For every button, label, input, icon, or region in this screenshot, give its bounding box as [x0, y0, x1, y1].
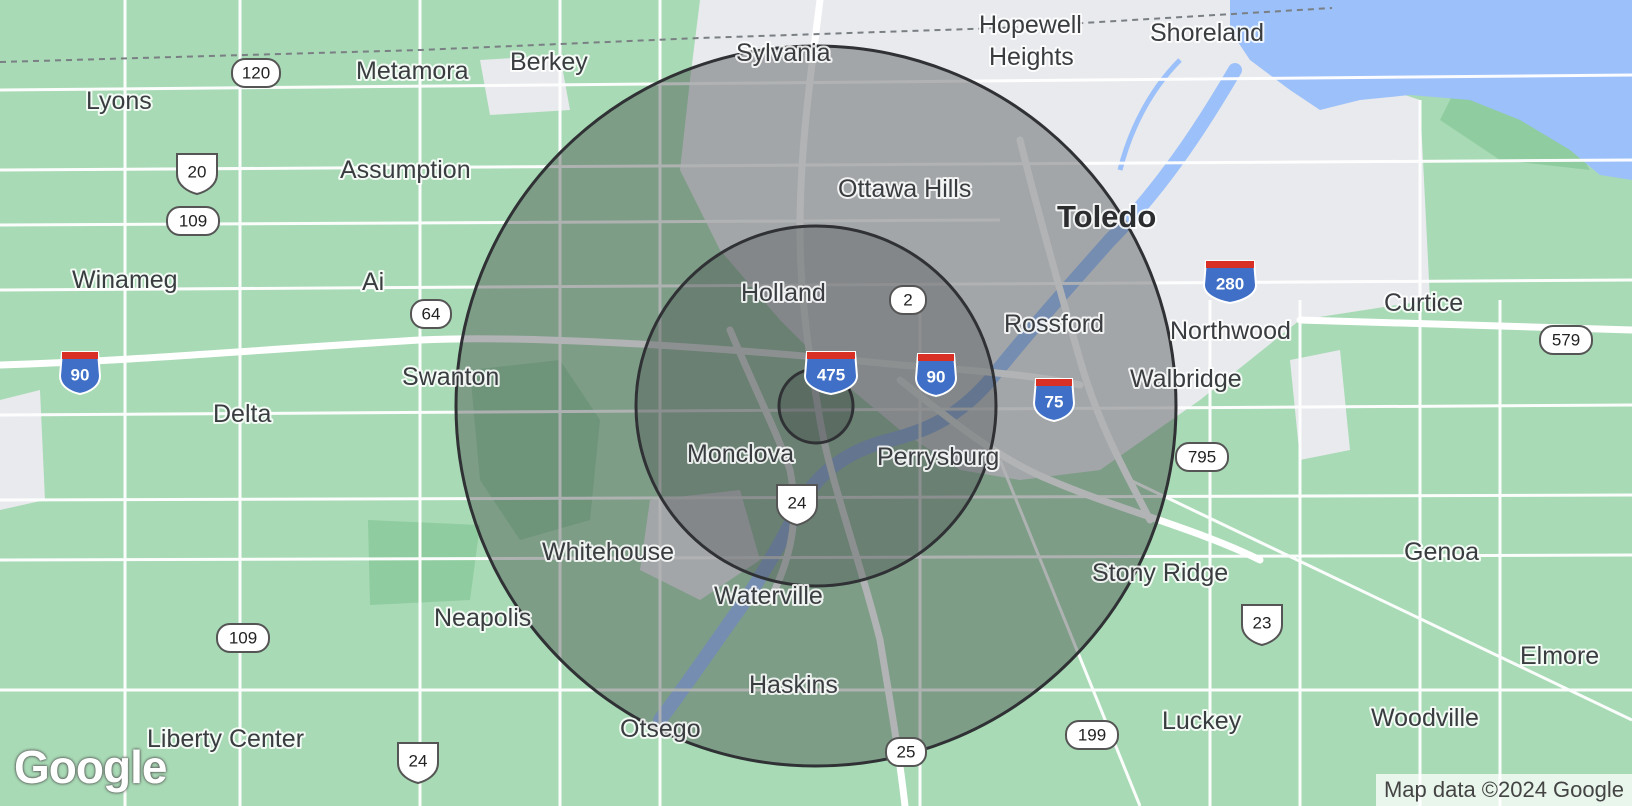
svg-text:90: 90 — [71, 366, 90, 385]
route-shield-795: 795 — [1175, 442, 1229, 472]
svg-text:280: 280 — [1216, 275, 1244, 294]
svg-text:109: 109 — [229, 629, 257, 648]
place-label-elmore: Elmore — [1520, 642, 1599, 670]
interstate-shield-475: 475 — [803, 351, 859, 396]
svg-text:75: 75 — [1045, 393, 1064, 412]
place-label-swanton: Swanton — [402, 363, 499, 391]
place-label-liberty-center: Liberty Center — [147, 725, 304, 753]
place-label-sylvania: Sylvania — [736, 39, 831, 67]
place-label-lyons: Lyons — [86, 87, 152, 115]
place-label-northwood: Northwood — [1170, 317, 1291, 345]
radius-ring-middle — [634, 224, 998, 588]
place-label-berkey: Berkey — [510, 48, 588, 76]
state-boundary — [0, 7, 1333, 63]
place-label-heights: Heights — [989, 43, 1074, 71]
route-shield-64: 64 — [410, 299, 452, 329]
interstate-shield-90-west: 90 — [58, 351, 102, 396]
place-label-luckey: Luckey — [1162, 707, 1242, 735]
place-label-genoa: Genoa — [1404, 538, 1479, 566]
route-shield-199: 199 — [1065, 720, 1119, 750]
forest-areas — [368, 75, 1590, 605]
maumee-river — [653, 63, 1242, 727]
place-label-perrysburg: Perrysburg — [877, 443, 999, 471]
svg-text:24: 24 — [409, 752, 428, 771]
route-shield-579: 579 — [1539, 325, 1593, 355]
place-label-stony-ridge: Stony Ridge — [1092, 559, 1228, 587]
svg-text:475: 475 — [817, 366, 845, 385]
place-label-rossford: Rossford — [1004, 310, 1104, 338]
place-label-ai: Ai — [362, 268, 384, 296]
interstate-shield-75: 75 — [1032, 378, 1076, 423]
place-label-delta: Delta — [213, 400, 271, 428]
place-labels: Hopewell Heights Shoreland Sylvania Meta… — [70, 9, 1601, 755]
radius-ring-outer — [454, 44, 1178, 768]
place-label-assumption: Assumption — [340, 156, 471, 184]
svg-text:120: 120 — [242, 64, 270, 83]
route-shield-24-south: 24 — [397, 742, 439, 785]
svg-text:64: 64 — [422, 305, 441, 324]
place-label-neapolis: Neapolis — [434, 604, 531, 632]
route-shields: 120 20 109 64 2 579 — [166, 58, 1593, 785]
place-label-otsego: Otsego — [620, 715, 701, 743]
svg-text:20: 20 — [188, 163, 207, 182]
place-label-holland: Holland — [741, 279, 826, 307]
route-shield-20: 20 — [176, 153, 218, 196]
place-label-curtice: Curtice — [1384, 289, 1463, 317]
svg-text:24: 24 — [788, 494, 807, 513]
svg-text:25: 25 — [897, 743, 916, 762]
map-attribution: Map data ©2024 Google — [1375, 774, 1632, 806]
place-label-hopewell: Hopewell — [979, 11, 1082, 39]
place-label-whitehouse: Whitehouse — [542, 538, 674, 566]
place-label-woodville: Woodville — [1371, 704, 1479, 732]
svg-text:795: 795 — [1188, 448, 1216, 467]
place-label-walbridge: Walbridge — [1130, 365, 1242, 393]
interstate-shield-280: 280 — [1202, 260, 1258, 305]
place-label-monclova: Monclova — [687, 440, 794, 468]
svg-text:199: 199 — [1078, 726, 1106, 745]
svg-text:23: 23 — [1253, 614, 1272, 633]
place-label-shoreland: Shoreland — [1150, 19, 1264, 47]
route-shield-25: 25 — [885, 737, 927, 767]
svg-text:90: 90 — [927, 368, 946, 387]
place-label-ottawa-hills: Ottawa Hills — [838, 175, 971, 203]
route-shield-109-north: 109 — [166, 206, 220, 236]
lake-erie — [1230, 0, 1632, 180]
route-shield-23: 23 — [1241, 604, 1283, 647]
place-label-waterville: Waterville — [714, 582, 823, 610]
place-label-toledo: Toledo — [1057, 199, 1156, 234]
route-shield-109-south: 109 — [216, 623, 270, 653]
interstate-shields: 90 475 90 75 280 — [58, 260, 1258, 423]
place-label-haskins: Haskins — [749, 671, 838, 699]
svg-text:2: 2 — [903, 291, 912, 310]
place-label-winameg: Winameg — [72, 266, 178, 294]
route-shield-2: 2 — [889, 285, 927, 315]
google-logo: Google — [14, 741, 167, 793]
ottawa-river — [1117, 58, 1182, 171]
interstate-shield-90-center: 90 — [914, 353, 958, 398]
svg-text:579: 579 — [1552, 331, 1580, 350]
svg-text:109: 109 — [179, 212, 207, 231]
route-shield-120: 120 — [231, 58, 281, 88]
place-label-metamora: Metamora — [356, 57, 469, 85]
route-shield-24-center: 24 — [776, 484, 818, 527]
radius-rings — [454, 44, 1178, 768]
